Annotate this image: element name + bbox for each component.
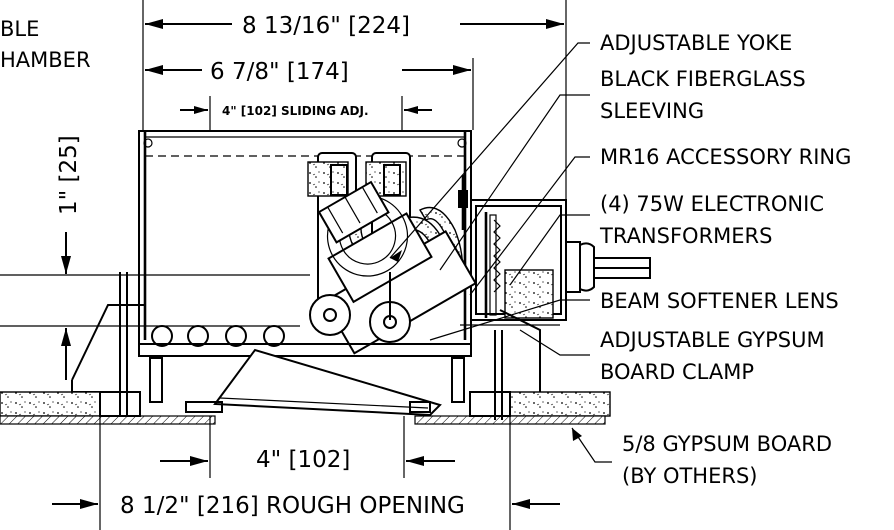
lamp-assembly bbox=[317, 180, 477, 355]
adjustable-yoke-wheels bbox=[309, 272, 411, 343]
overall-width-text: 8 13/16" [224] bbox=[242, 13, 410, 39]
overall-width-dimension: 8 13/16" [224] bbox=[142, 0, 567, 205]
callout-black-fiberglass-line1: BLACK FIBERGLASS bbox=[600, 67, 806, 91]
right-clamp-bracket bbox=[494, 309, 541, 420]
rough-opening-text: 8 1/2" [216] ROUGH OPENING bbox=[120, 493, 465, 519]
callout-mr16-ring: MR16 ACCESSORY RING bbox=[600, 145, 851, 169]
callout-transformers-line2: TRANSFORMERS bbox=[599, 224, 772, 248]
bottom-inner-dimension: 4" [102] bbox=[160, 416, 455, 478]
rough-opening-dimension: 8 1/2" [216] ROUGH OPENING bbox=[52, 416, 560, 530]
callout-transformers-line1: (4) 75W ELECTRONIC bbox=[600, 192, 824, 216]
callout-black-fiberglass-line2: SLEEVING bbox=[600, 99, 704, 123]
sliding-adj-dimension: 4" [102] SLIDING ADJ. bbox=[180, 96, 432, 132]
callout-gypsum-board-line1: 5/8 GYPSUM BOARD bbox=[622, 432, 832, 456]
callout-beam-softener: BEAM SOFTENER LENS bbox=[600, 289, 839, 313]
sliding-adj-text: 4" [102] SLIDING ADJ. bbox=[222, 104, 369, 118]
callout-gypsum-clamp-line2: BOARD CLAMP bbox=[600, 360, 754, 384]
callout-adjustable-yoke: ADJUSTABLE YOKE bbox=[600, 31, 792, 55]
trim-lens bbox=[138, 343, 472, 417]
inner-width-dimension: 6 7/8" [174] bbox=[145, 58, 474, 130]
conduit-connector bbox=[565, 241, 651, 293]
left-partial-label-line2: HAMBER bbox=[0, 48, 91, 72]
accessory-ring-row bbox=[151, 325, 285, 347]
callout-gypsum-board-line2: (BY OTHERS) bbox=[622, 464, 758, 488]
junction-box bbox=[460, 199, 567, 326]
left-vertical-text: 1" [25] bbox=[56, 135, 82, 215]
left-partial-label-line1: BLE bbox=[0, 17, 39, 41]
bottom-inner-text: 4" [102] bbox=[256, 447, 350, 473]
gypsum-board-ceiling bbox=[0, 391, 611, 425]
callout-gypsum-clamp-line1: ADJUSTABLE GYPSUM bbox=[600, 328, 825, 352]
inner-width-text: 6 7/8" [174] bbox=[210, 59, 349, 85]
callout-leaders bbox=[389, 42, 612, 463]
transformer-bolt bbox=[458, 175, 468, 230]
left-vertical-dimension: 1" [25] bbox=[0, 135, 310, 380]
